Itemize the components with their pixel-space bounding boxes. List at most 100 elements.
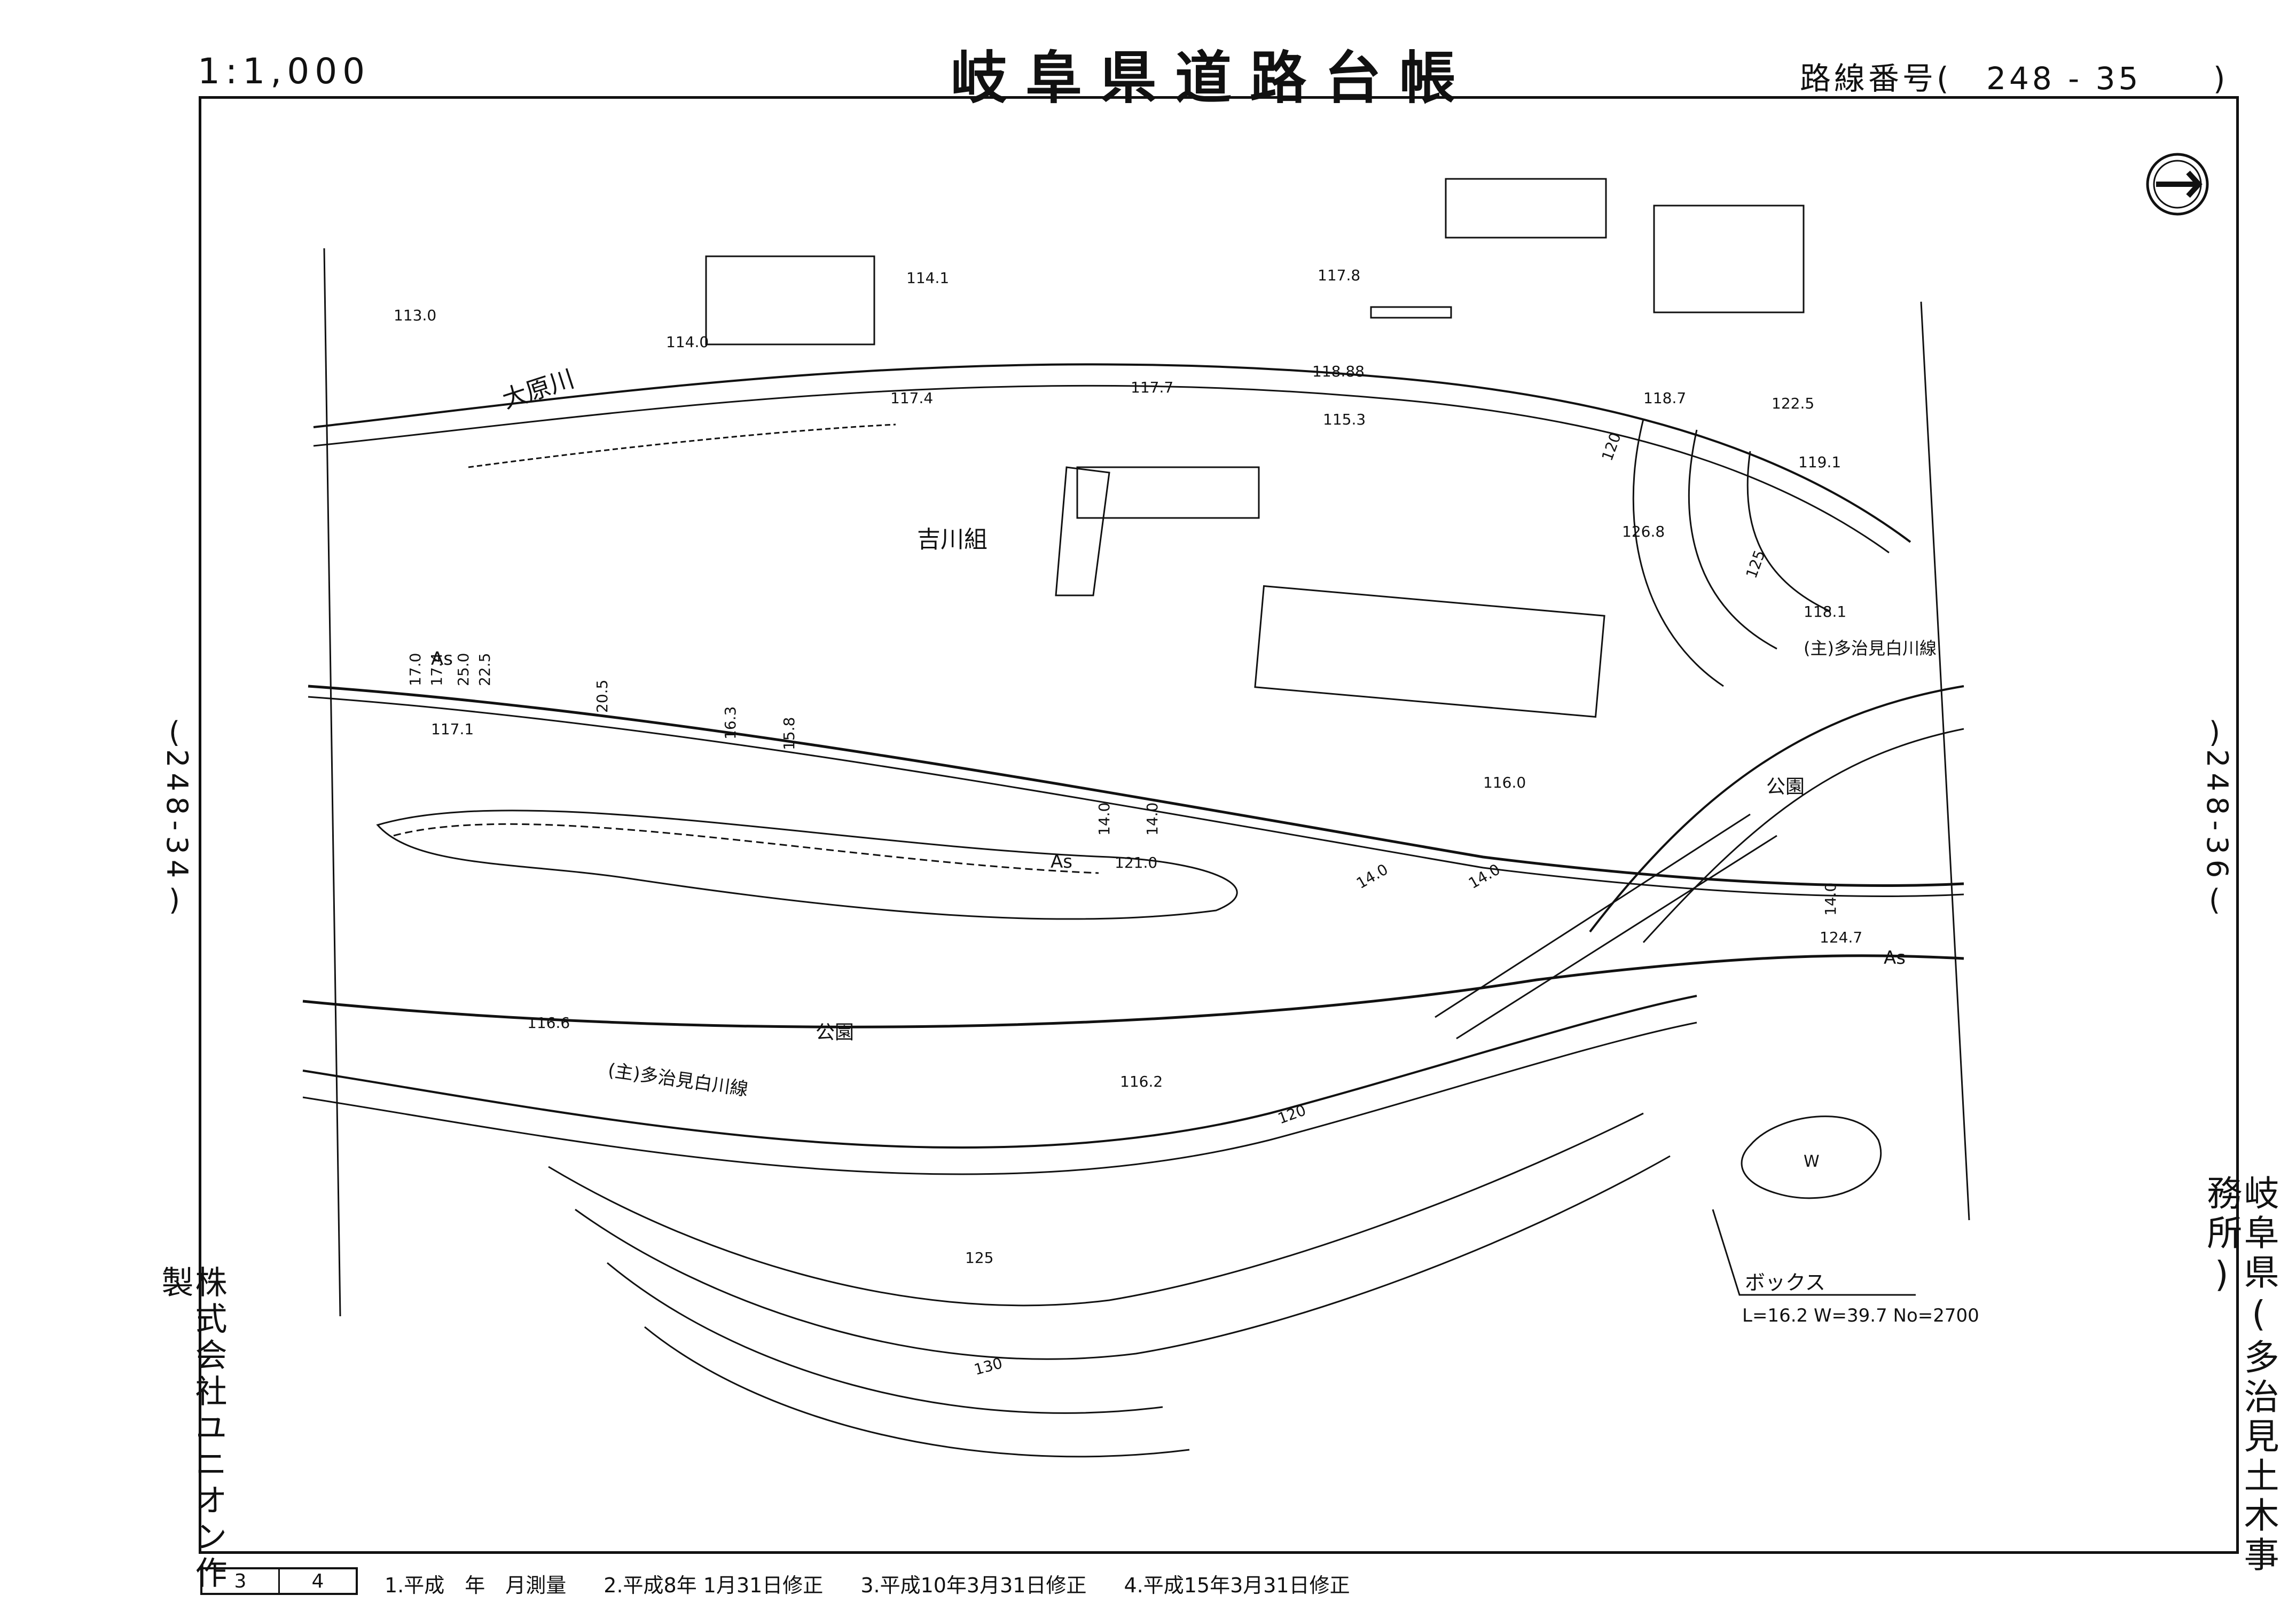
contour-labels: 120 125 120 125 130 [965, 430, 1769, 1379]
road-width-9: 14.0 [1143, 803, 1161, 836]
adjacent-sheet-right: ) 248-36 ( [2200, 716, 2234, 917]
road-width-7: 15.8 [780, 717, 798, 750]
building-warehouse [1254, 585, 1605, 718]
label-river: 大原川 [499, 364, 578, 414]
label-park-right: 公園 [1766, 776, 1805, 798]
north-road-edge [313, 363, 1911, 543]
sheet-index-cell-2: 4 [278, 1569, 356, 1593]
label-asphalt-3: As [1884, 947, 1906, 969]
contour-1 [548, 1112, 1644, 1307]
elevation-1166: 116.6 [527, 1014, 570, 1032]
revision-3: 3.平成10年3月31日修正 [860, 1574, 1087, 1597]
elevation-1181: 118.1 [1804, 603, 1846, 620]
adjacent-sheet-right-number: 248-36 [2200, 749, 2234, 884]
contour-label-ne-125: 125 [1743, 548, 1769, 581]
elevation-1177: 117.7 [1131, 379, 1173, 396]
label-park-left: 公園 [816, 1021, 854, 1043]
label-route-left: (主)多治見白川線 [607, 1059, 750, 1100]
east-road-edge-2 [1642, 728, 1964, 944]
contour-ne-2 [1688, 429, 1777, 650]
revision-2: 2.平成8年 1月31日修正 [604, 1574, 824, 1597]
elevation-1225: 122.5 [1772, 395, 1814, 412]
elevation-labels: 113.0 114.0 114.1 117.4 117.7 118.88 117… [394, 266, 1862, 1090]
label-pond: W [1804, 1152, 1820, 1171]
elevation-1160: 116.0 [1483, 774, 1526, 791]
box-leader [1712, 1209, 1916, 1296]
road-width-10: 14.0 [1353, 860, 1391, 892]
map-boundary-right [1920, 301, 1970, 1221]
building-yoshikawa-wing [1076, 466, 1260, 519]
revision-1: 1.平成 年 月測量 [385, 1574, 567, 1597]
elevation-1153: 115.3 [1323, 411, 1366, 428]
label-box-spec: L=16.2 W=39.7 No=2700 [1742, 1305, 1979, 1326]
route-number: 路線番号( 248 - 35 ) [1800, 53, 2228, 98]
contour-label-ne-120: 120 [1598, 430, 1625, 463]
road-width-3: 25.0 [455, 653, 472, 686]
elevation-1141: 114.1 [906, 269, 949, 287]
building-northeast-2 [1653, 205, 1805, 313]
contour-label-s-120: 120 [1275, 1101, 1308, 1127]
east-road-edge [1589, 685, 1964, 933]
south-road-edge-2 [302, 1021, 1697, 1175]
road-width-8: 14.0 [1095, 803, 1113, 836]
route-close: ) [2213, 60, 2229, 97]
main-route-south-edge [302, 954, 1964, 1028]
road-width-6: 16.3 [722, 706, 739, 740]
company-credit: 株式会社ユニオン作製 [156, 1266, 227, 1592]
contour-2 [575, 1155, 1671, 1360]
river-channel [468, 423, 896, 468]
elevation-11888: 118.88 [1312, 363, 1365, 380]
north-arrow-icon [2146, 153, 2209, 216]
building-northeast-1 [1445, 178, 1607, 239]
sheet-index-cell-1: 3 [234, 1570, 247, 1592]
contour-label-s-130: 130 [972, 1354, 1004, 1379]
elevation-1162: 116.2 [1120, 1073, 1163, 1090]
elevation-1130: 113.0 [394, 307, 436, 324]
contour-3 [607, 1262, 1163, 1414]
elevation-1191: 119.1 [1798, 453, 1841, 471]
elevation-1178: 117.8 [1318, 266, 1360, 284]
contour-4 [644, 1326, 1190, 1458]
building-small [1370, 306, 1452, 319]
label-asphalt-2: As [1051, 851, 1072, 873]
contour-ne-1 [1632, 419, 1724, 687]
elevation-1171: 117.1 [431, 720, 474, 738]
map-canvas: 大原川 吉川組 公園 公園 (主)多治見白川線 (主)多治見白川線 ボックス L… [302, 153, 2209, 1458]
elevation-1187: 118.7 [1643, 389, 1686, 407]
map-frame: 大原川 吉川組 公園 公園 (主)多治見白川線 (主)多治見白川線 ボックス L… [199, 96, 2239, 1554]
label-asphalt-1: As [431, 648, 453, 670]
main-route-north-edge [308, 685, 1964, 887]
label-route-right: (主)多治見白川線 [1804, 638, 1937, 658]
main-route-north-edge-2 [308, 696, 1964, 897]
route-number-value: 248 - 35 [1986, 60, 2142, 97]
south-road-edge [302, 995, 1697, 1149]
adjacent-sheet-left-number: 248-34 [160, 749, 194, 884]
building-north-1 [705, 255, 875, 345]
road-width-4: 22.5 [476, 653, 493, 686]
park-hedge [393, 823, 1099, 874]
box-culvert-line-1 [1435, 813, 1751, 1018]
elevation-1174: 117.4 [890, 389, 933, 407]
park-loop [376, 810, 1238, 920]
revision-4: 4.平成15年3月31日修正 [1124, 1574, 1350, 1597]
sheet-index-box: 3 4 [200, 1567, 358, 1595]
box-culvert-line-2 [1456, 835, 1777, 1040]
road-width-2: 17.4 [428, 653, 445, 686]
contour-ne-3 [1746, 451, 1831, 612]
road-width-1: 17.0 [406, 653, 424, 686]
map-scale: 1:1,000 [198, 51, 371, 92]
map-boundary-left [323, 248, 341, 1317]
elevation-1268: 126.8 [1622, 523, 1665, 540]
route-label: 路線番号( [1800, 60, 1952, 97]
road-width-5: 20.5 [593, 680, 611, 713]
elevation-1210: 121.0 [1115, 854, 1157, 871]
road-width-12: 14.0 [1822, 883, 1839, 916]
office-name: 岐阜県(多治見土木事務所) [2201, 1175, 2279, 1576]
north-road-edge-2 [313, 384, 1890, 554]
building-yoshikawa [1055, 466, 1110, 596]
contour-label-s-125: 125 [965, 1249, 993, 1267]
elevation-1140: 114.0 [666, 333, 709, 351]
road-width-labels: 17.0 17.4 25.0 22.5 20.5 16.3 15.8 14.0 … [406, 653, 1839, 916]
revision-history: 1.平成 年 月測量 2.平成8年 1月31日修正 3.平成10年3月31日修正… [385, 1569, 1350, 1598]
page-title: 岐阜県道路台帳 [951, 45, 1474, 111]
